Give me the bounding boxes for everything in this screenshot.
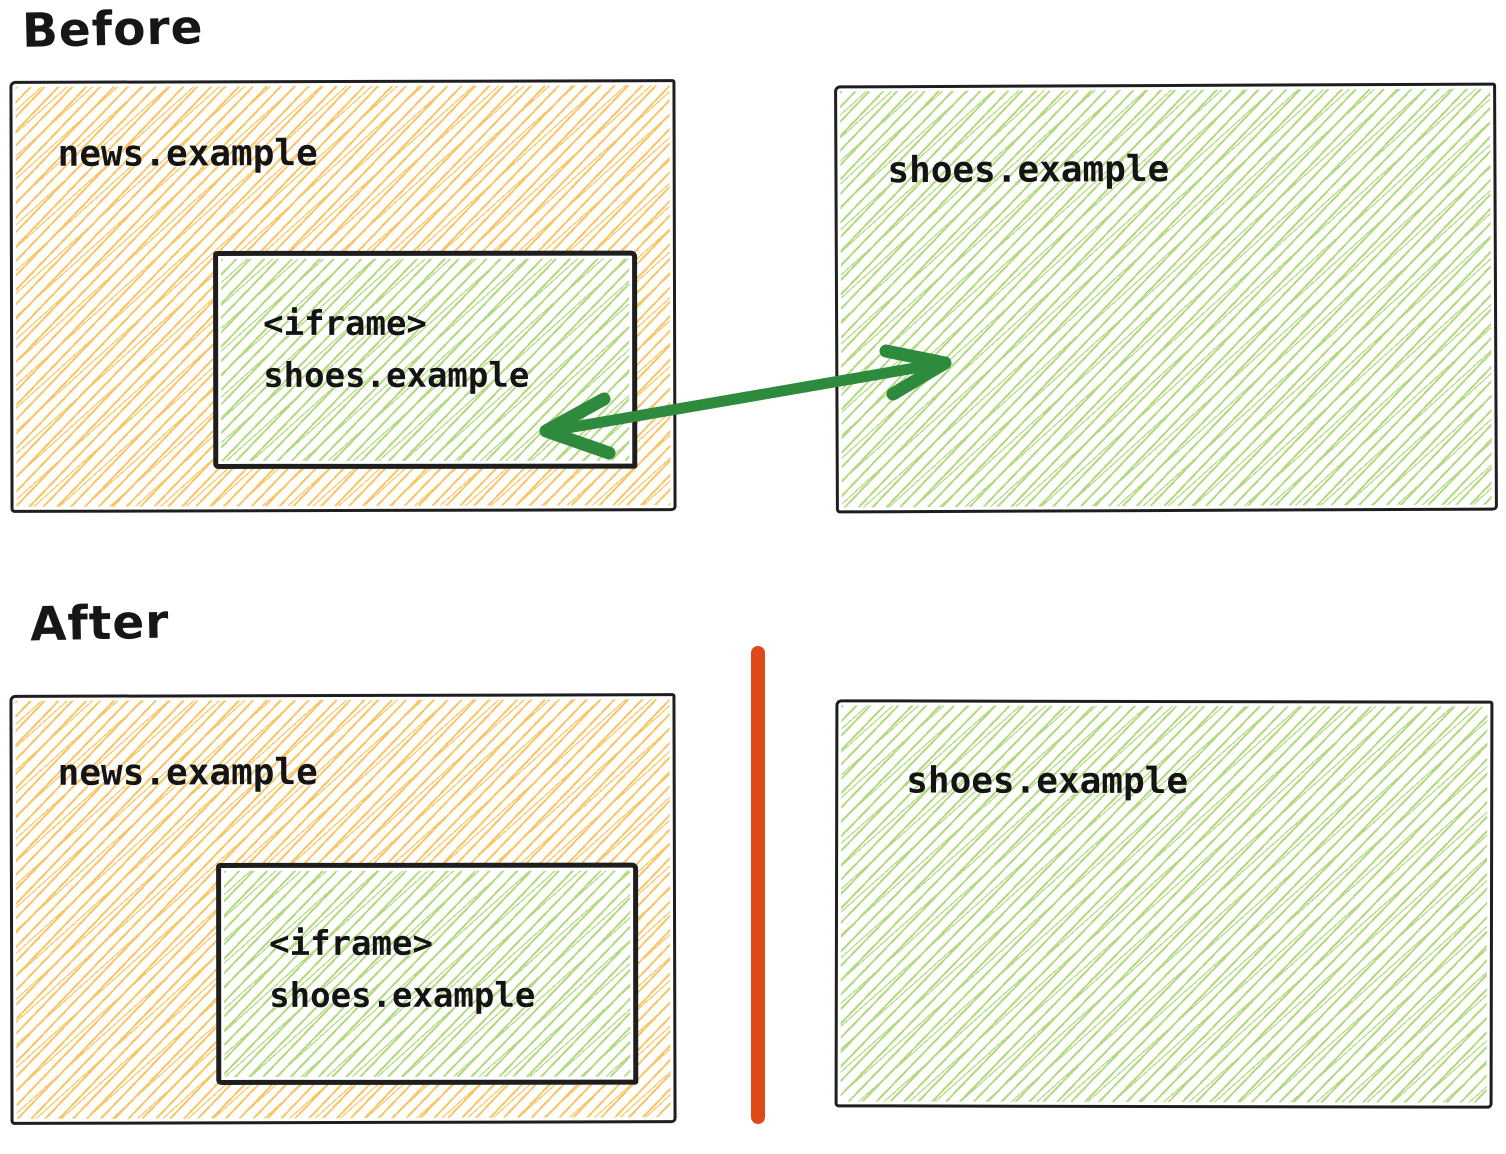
before-shoes-window: shoes.example <box>834 82 1498 514</box>
after-iframe-tag: <iframe> <box>269 923 433 964</box>
before-news-domain: news.example <box>57 133 318 175</box>
after-iframe-box: <iframe> shoes.example <box>216 862 639 1085</box>
before-news-window: news.example <iframe> shoes.example <box>9 79 677 513</box>
after-shoes-window: shoes.example <box>834 699 1494 1109</box>
after-shoes-domain: shoes.example <box>906 760 1189 803</box>
before-iframe-tag: <iframe> <box>263 303 427 344</box>
before-shoes-domain: shoes.example <box>887 148 1170 192</box>
after-section-label: After <box>29 594 170 653</box>
after-news-window: news.example <iframe> shoes.example <box>9 693 677 1125</box>
before-iframe-box: <iframe> shoes.example <box>213 250 638 469</box>
before-section-label: Before <box>21 0 205 59</box>
after-iframe-domain: shoes.example <box>269 975 536 1016</box>
after-news-domain: news.example <box>57 752 318 794</box>
before-iframe-domain: shoes.example <box>263 355 530 396</box>
partition-divider-line <box>751 646 765 1124</box>
